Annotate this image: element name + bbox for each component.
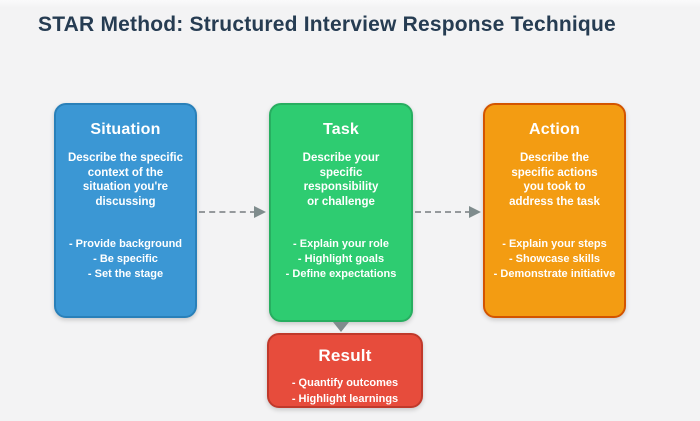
description-line: or challenge xyxy=(307,195,375,208)
bullet-item: - Highlight goals xyxy=(297,253,385,265)
bullet-item: - Provide background xyxy=(68,238,183,250)
description-line: discussing xyxy=(95,195,156,208)
arrow-situation-to-task xyxy=(199,206,266,218)
node-bullet-list: - Provide background - Be specific - Set t… xyxy=(56,237,195,282)
node-bullet-list: - Explain your steps - Showcase skills - D… xyxy=(485,237,624,282)
node-description: Describe the specific actions you took to a… xyxy=(485,151,624,209)
node-result[interactable]: Result - Quantify outcomes - Highlight le… xyxy=(267,333,423,408)
bullet-item: - Be specific xyxy=(93,253,158,265)
bullet-item: - Define expectations xyxy=(285,268,397,280)
bullet-item: - Quantify outcomes xyxy=(291,377,399,389)
node-title: Result xyxy=(318,346,372,365)
description-line: specific xyxy=(319,166,363,179)
arrow-task-to-result xyxy=(333,322,349,332)
description-line: Describe the specific xyxy=(67,152,184,164)
node-title: Task xyxy=(322,121,360,138)
description-line: responsibility xyxy=(303,181,379,193)
node-description: Describe the specific context of the situa… xyxy=(56,151,195,209)
bullet-item: - Explain your role xyxy=(293,238,389,250)
description-line: context of the xyxy=(87,166,164,179)
dashed-connector-line xyxy=(415,211,471,213)
page-title: STAR Method: Structured Interview Respon… xyxy=(38,13,616,36)
arrowhead-right-icon xyxy=(469,206,481,218)
bullet-item: - Set the stage xyxy=(87,268,164,280)
node-title: Situation xyxy=(90,121,161,138)
node-action[interactable]: Action Describe the specific actions you t… xyxy=(483,103,626,318)
bullet-item: - Highlight learnings xyxy=(291,393,399,405)
bullet-item: - Demonstrate initiative xyxy=(493,268,616,280)
bullet-item: - Showcase skills xyxy=(508,253,601,265)
description-line: Describe your xyxy=(302,152,380,164)
description-line: Describe the xyxy=(519,152,590,164)
node-title: Action xyxy=(529,121,580,138)
node-bullet-list: - Quantify outcomes - Highlight learnings xyxy=(269,375,421,407)
arrowhead-right-icon xyxy=(254,206,266,218)
bullet-item: - Explain your steps xyxy=(502,238,607,250)
description-line: address the task xyxy=(509,195,600,208)
description-line: you took to xyxy=(523,181,586,193)
arrow-task-to-action xyxy=(415,206,481,218)
description-line: situation you're xyxy=(82,181,169,193)
node-situation[interactable]: Situation Describe the specific context o… xyxy=(54,103,197,318)
description-line: specific actions xyxy=(511,166,598,179)
node-description: Describe your specific responsibility or ch… xyxy=(271,151,411,209)
node-task[interactable]: Task Describe your specific responsibility… xyxy=(269,103,413,322)
dashed-connector-line xyxy=(199,211,256,213)
node-bullet-list: - Explain your role - Highlight goals - De… xyxy=(271,237,411,282)
